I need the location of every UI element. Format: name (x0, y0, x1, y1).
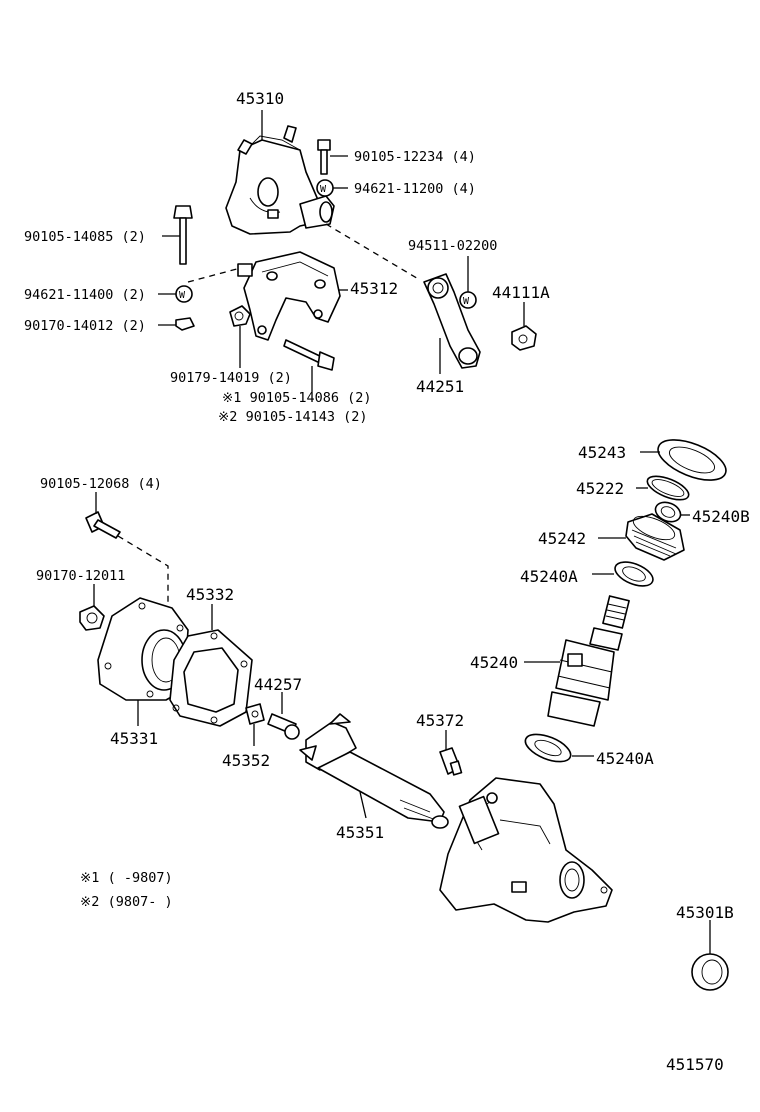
note-2: ※2 (9807- ) (80, 894, 173, 910)
label-45332: 45332 (186, 585, 234, 604)
label-94621-11400: 94621-11400 (2) (24, 287, 146, 303)
label-45331: 45331 (110, 729, 158, 748)
washer-mark: W (463, 296, 470, 307)
bolt-90105-12068-icon (85, 511, 121, 539)
label-45240A-upper: 45240A (520, 567, 578, 586)
part-45332-gasket (169, 629, 253, 727)
label-45310: 45310 (236, 89, 284, 108)
bolt-90105-14086-icon (283, 339, 335, 371)
nut-90170-14012-icon (175, 317, 195, 331)
label-45222: 45222 (576, 479, 624, 498)
part-45301B-oil-seal (691, 953, 729, 991)
label-90105-12068: 90105-12068 (4) (40, 476, 162, 492)
part-45372-plug (439, 747, 463, 776)
washer-mark: W (320, 184, 327, 195)
bolt-90105-12234-icon (317, 139, 331, 175)
part-45312-bracket (237, 251, 341, 341)
part-45352-thrust-washer (245, 703, 265, 725)
washer-94621-11200-icon: W (316, 179, 334, 197)
label-90105-12234: 90105-12234 (4) (354, 149, 476, 165)
label-45351: 45351 (336, 823, 384, 842)
part-45310-housing (225, 125, 335, 235)
part-45222-o-ring (646, 475, 690, 501)
note-1: ※1 ( -9807) (80, 870, 173, 886)
label-44111A: 44111A (492, 283, 550, 302)
nut-90179-14019-icon (229, 305, 251, 327)
part-45240-worm-shaft (547, 595, 630, 727)
label-45242: 45242 (538, 529, 586, 548)
washer-mark: W (179, 290, 186, 301)
part-45243-lock-nut (657, 439, 727, 481)
label-45240A-lower: 45240A (596, 749, 654, 768)
label-45243: 45243 (578, 443, 626, 462)
part-45242-adjusting-screw (625, 513, 685, 561)
label-45240: 45240 (470, 653, 518, 672)
nut-44111A-icon (511, 325, 537, 351)
label-90105-14143: ※2 90105-14143 (2) (218, 409, 367, 425)
label-90170-14012: 90170-14012 (2) (24, 318, 146, 334)
label-45240B: 45240B (692, 507, 750, 526)
label-90170-12011: 90170-12011 (36, 568, 125, 584)
washer-94511-02200-icon: W (459, 291, 477, 309)
label-44257: 44257 (254, 675, 302, 694)
part-45240A-lower-bearing (524, 733, 572, 763)
label-94621-11200: 94621-11200 (4) (354, 181, 476, 197)
label-90179-14019: 90179-14019 (2) (170, 370, 292, 386)
washer-94621-11400-icon: W (175, 285, 193, 303)
part-gear-housing (439, 777, 613, 923)
part-45240A-upper-bearing (614, 561, 654, 587)
label-44251: 44251 (416, 377, 464, 396)
nut-90170-12011-icon (79, 605, 105, 631)
diagram-id: 451570 (666, 1055, 724, 1074)
label-94511-02200: 94511-02200 (408, 238, 497, 254)
bolt-90105-14085-icon (173, 205, 193, 265)
label-45301B: 45301B (676, 903, 734, 922)
label-90105-14085: 90105-14085 (2) (24, 229, 146, 245)
label-45372: 45372 (416, 711, 464, 730)
label-90105-14086: ※1 90105-14086 (2) (222, 390, 371, 406)
part-44251-pitman-arm (423, 273, 481, 369)
part-45351-sector-shaft (299, 713, 449, 829)
label-45312: 45312 (350, 279, 398, 298)
part-44257-adjusting-screw (267, 713, 300, 740)
label-45352: 45352 (222, 751, 270, 770)
